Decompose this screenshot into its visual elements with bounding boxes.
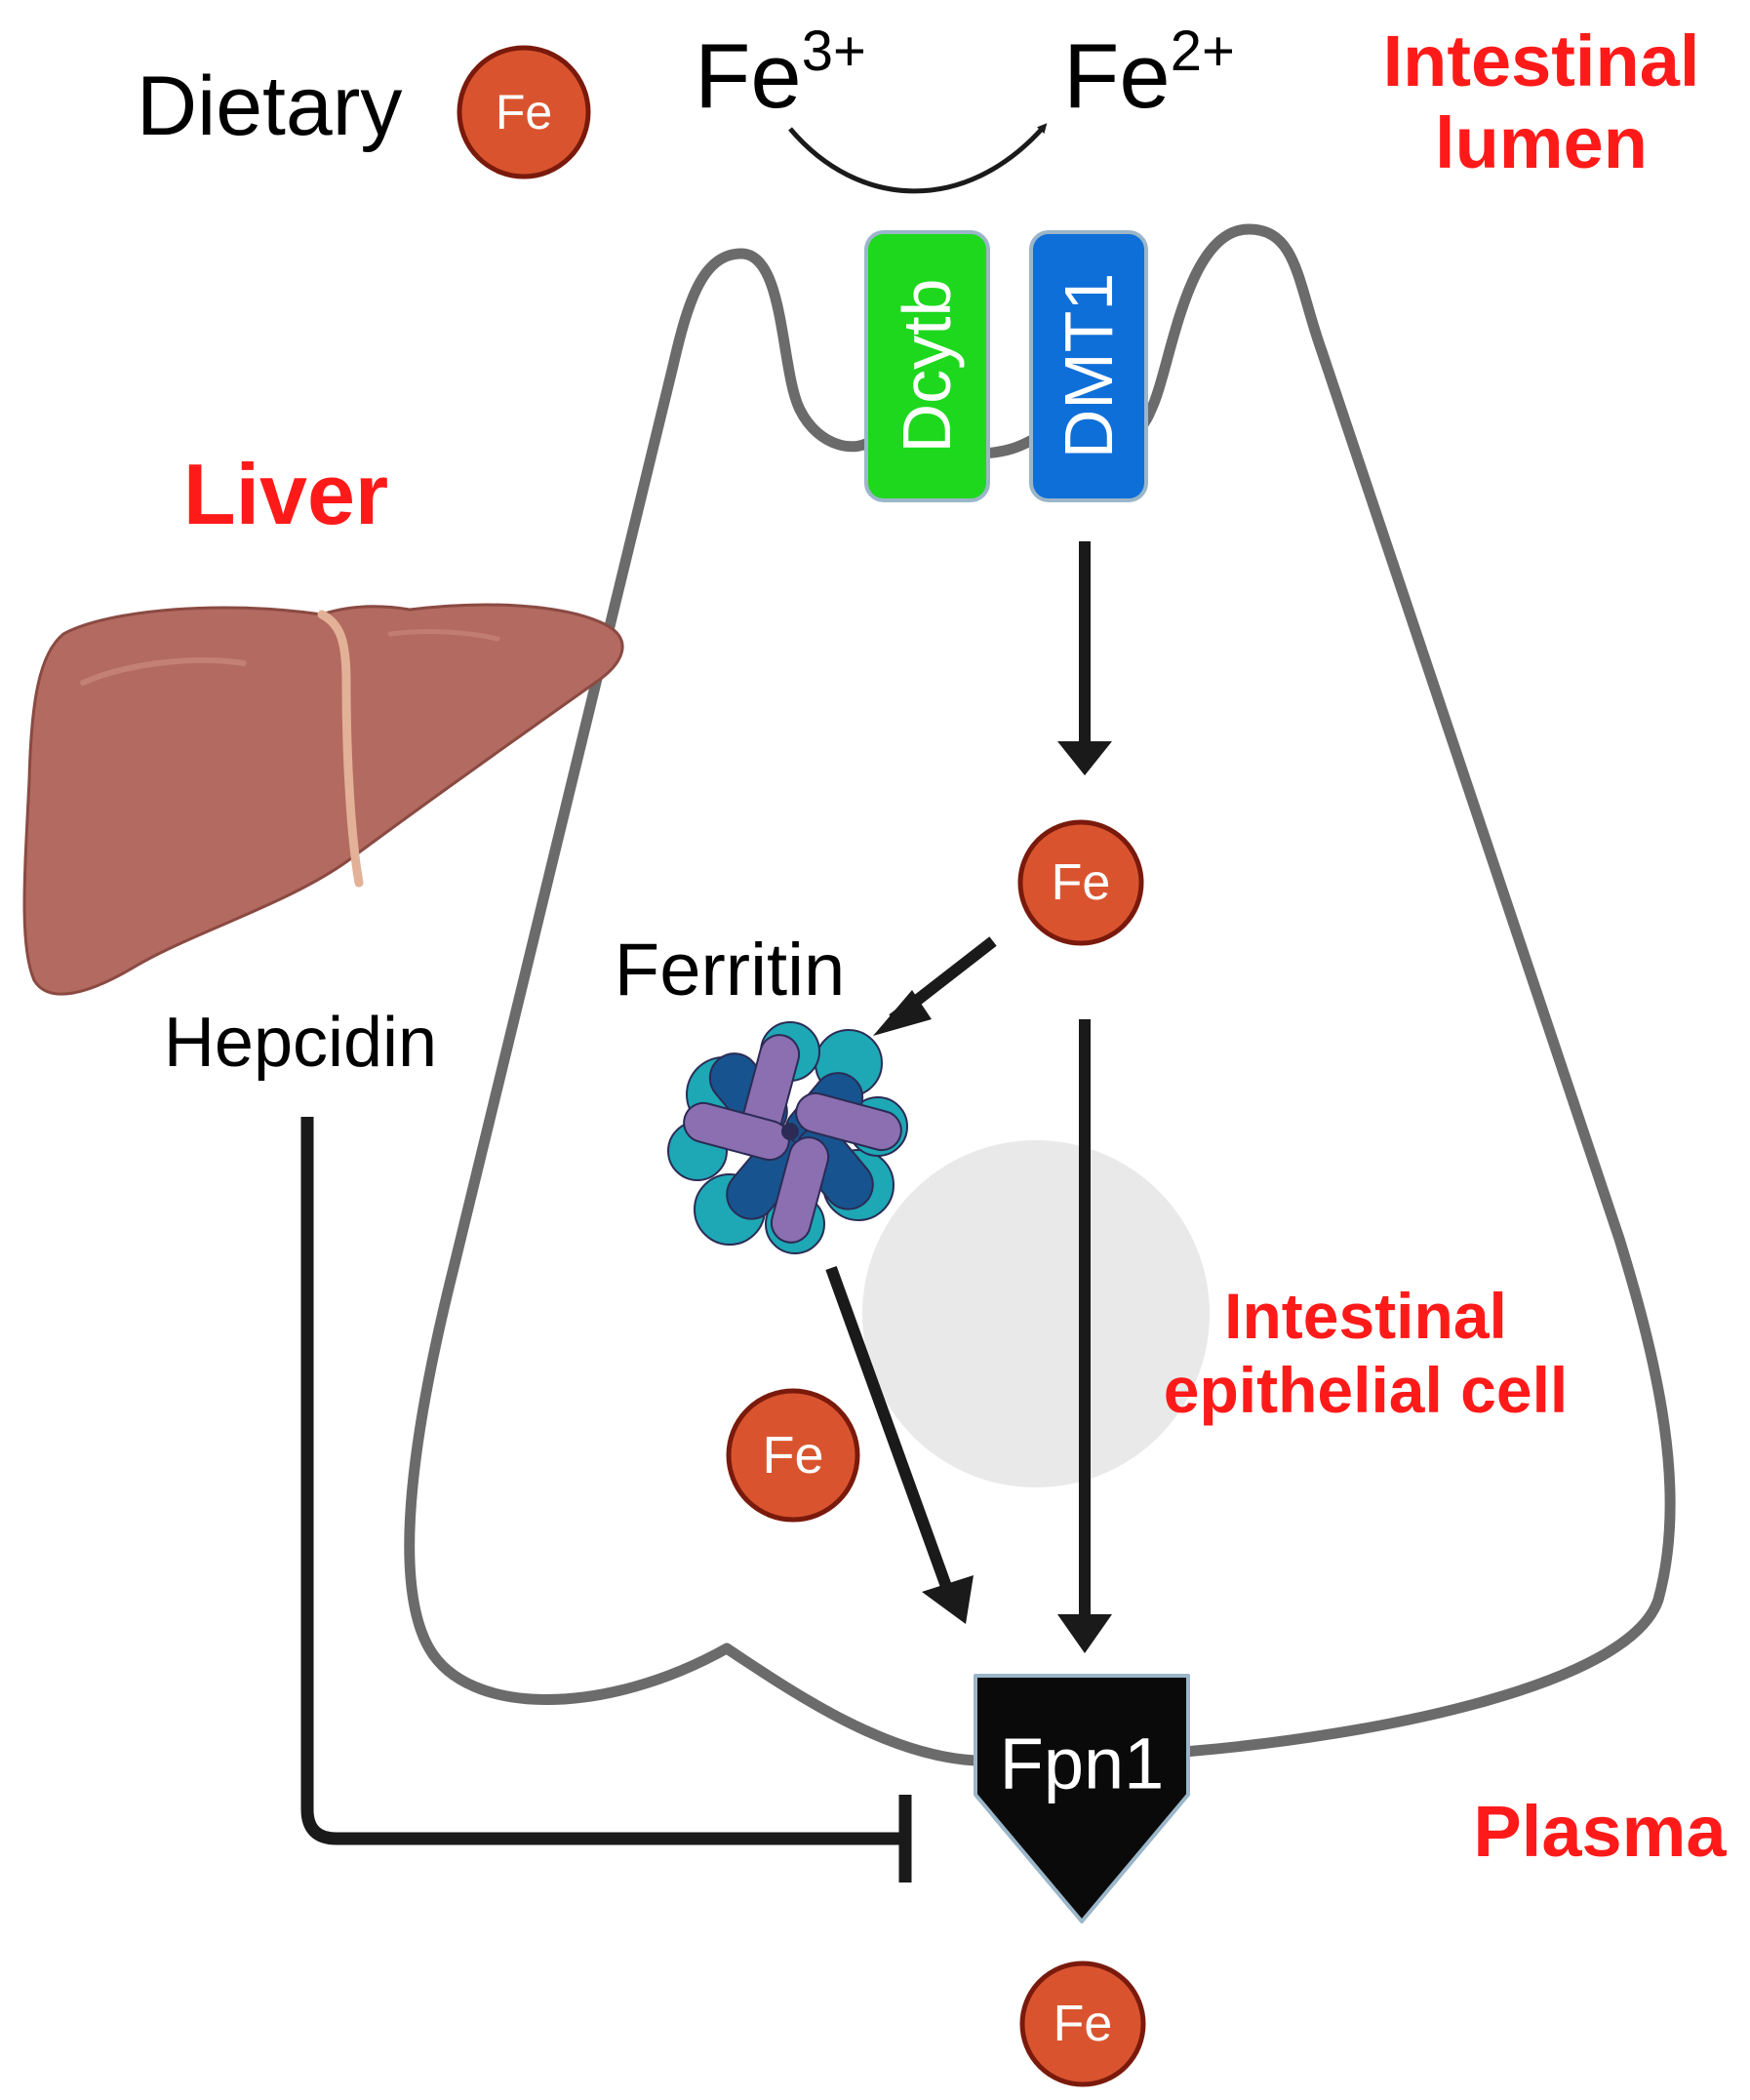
fe3-label: Fe3+ (695, 20, 866, 127)
fe-to-fpn1-arrowhead (1057, 1614, 1112, 1653)
cytosol-fe-text: Fe (1052, 854, 1111, 911)
intestinal-lumen-label-line1: Intestinal (1383, 20, 1700, 101)
fe-to-ferritin-arrowhead (873, 990, 932, 1036)
ferritin-protein (667, 1021, 908, 1254)
dmt1-label: DMT1 (1051, 273, 1127, 459)
ferritin-release-fe-text: Fe (762, 1426, 823, 1485)
dietary-label: Dietary (137, 59, 402, 153)
hepcidin-label: Hepcidin (164, 1004, 437, 1082)
fe2-label: Fe2+ (1063, 20, 1235, 127)
hepcidin-inhibition-line (300, 1117, 902, 1845)
epithelial-cell-label-line2: epithelial cell (1164, 1354, 1569, 1426)
cytosol-fe-badge: Fe (1017, 819, 1144, 946)
fe3-superscript: 3+ (802, 20, 866, 83)
ferritin-to-fpn1-arrowhead (922, 1575, 974, 1624)
dcytb-label: Dcytb (889, 279, 965, 454)
plasma-fe-text: Fe (1054, 1996, 1113, 2052)
fe3-to-fe2-conversion-arrow (788, 123, 1048, 194)
ferritin-to-fpn1-arrow (825, 1265, 954, 1595)
dietary-fe-text: Fe (496, 85, 552, 139)
plasma-fe-badge: Fe (1019, 1961, 1146, 2087)
plasma-label: Plasma (1473, 1791, 1727, 1872)
fpn1-transporter: Fpn1 (974, 1674, 1190, 1923)
liver-label: Liver (183, 446, 388, 542)
ferritin-release-fe-badge: Fe (726, 1388, 860, 1523)
nucleus (862, 1140, 1210, 1487)
liver-illustration (22, 603, 624, 996)
fe2-base: Fe (1063, 24, 1171, 127)
intestinal-lumen-label-line2: lumen (1435, 102, 1648, 183)
fe3-base: Fe (695, 24, 802, 127)
dmt1-to-fe-arrowhead (1057, 741, 1112, 775)
fe2-superscript: 2+ (1171, 20, 1235, 83)
dmt1-transporter: DMT1 (1029, 230, 1148, 502)
epithelial-cell-label-line1: Intestinal (1224, 1280, 1507, 1352)
dietary-fe-badge: Fe (457, 45, 591, 179)
ferritin-label: Ferritin (615, 929, 845, 1011)
fpn1-label: Fpn1 (1000, 1724, 1165, 1804)
dcytb-transporter: Dcytb (864, 230, 990, 502)
